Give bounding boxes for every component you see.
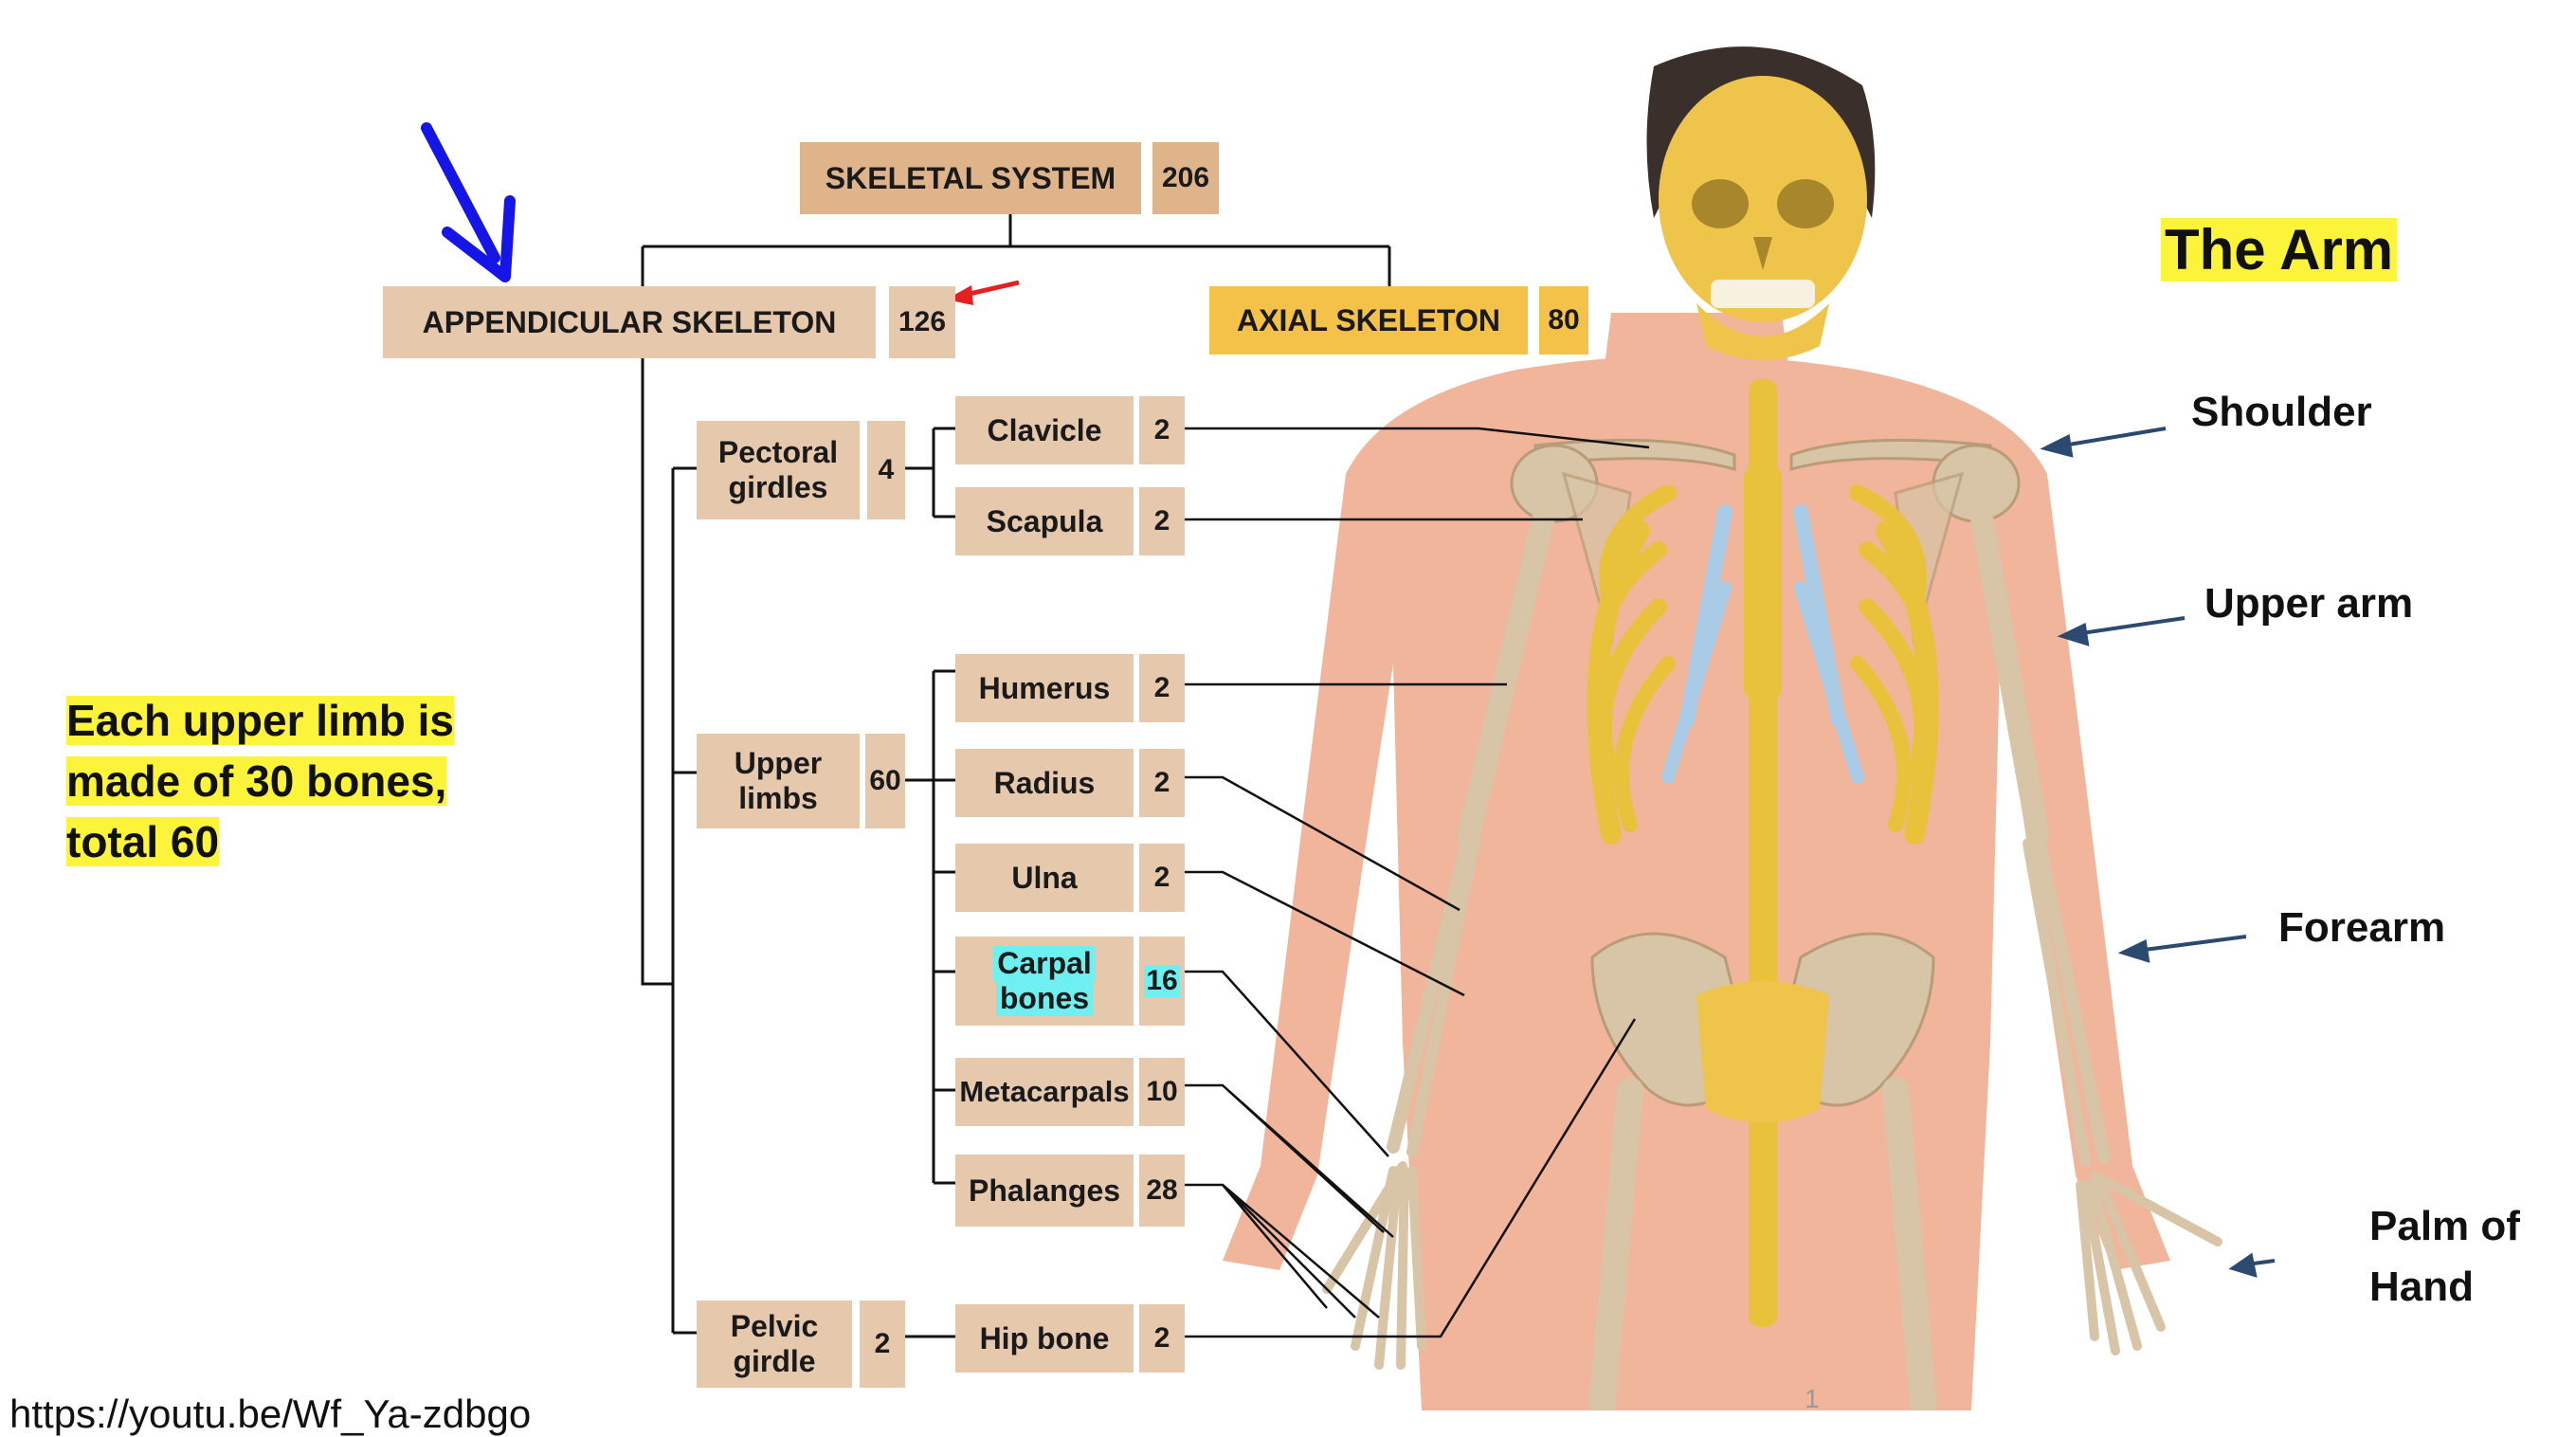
red-arrow-icon [946, 280, 1020, 305]
scapula-box: Scapula [955, 487, 1134, 555]
femurs [1588, 1077, 1937, 1410]
shoulder-label: Shoulder [2191, 389, 2372, 435]
carpal-bones-box: Carpal bones [955, 937, 1134, 1026]
body-silhouette [1223, 313, 2170, 1410]
skull [1659, 76, 1867, 360]
axial-skeleton-box: AXIAL SKELETON [1209, 286, 1528, 355]
pectoral-girdles-box: Pectoral girdles [697, 421, 860, 519]
scapula-count: 2 [1139, 487, 1185, 555]
upper-limb-note: Each upper limb is made of 30 bones, tot… [66, 696, 454, 866]
clavicle-count: 2 [1139, 396, 1185, 464]
arm-bones [1387, 500, 2111, 1167]
upper-arm-label: Upper arm [2204, 580, 2414, 627]
slide-number: 1 [1805, 1384, 1820, 1413]
hand-bones [1322, 1161, 2222, 1370]
carpal-bones-count: 16 [1139, 937, 1185, 1026]
axial-skeleton-label: AXIAL SKELETON [1237, 302, 1500, 337]
appendicular-skeleton-count: 126 [889, 286, 955, 358]
palm-label: Palm of Hand [2369, 1203, 2520, 1310]
pectoral-girdles-count: 4 [867, 421, 905, 519]
ribcage [1587, 484, 1939, 845]
hip-bone-box: Hip bone [955, 1304, 1134, 1373]
phalanges-count: 28 [1139, 1155, 1185, 1227]
forearm-label: Forearm [2278, 904, 2446, 951]
skeletal-system-label: SKELETAL SYSTEM [825, 160, 1116, 195]
metacarpals-count: 10 [1139, 1058, 1185, 1126]
phalanges-box: Phalanges [955, 1155, 1134, 1227]
pelvic-girdle-count: 2 [860, 1301, 905, 1388]
humerus-count: 2 [1139, 654, 1185, 722]
leader-lines [1185, 427, 1650, 1338]
axial-skeleton-count: 80 [1539, 286, 1588, 355]
hip-bone-count: 2 [1139, 1304, 1185, 1373]
tree-connectors [641, 214, 1391, 1338]
upper-limbs-count: 60 [865, 734, 905, 828]
radius-count: 2 [1139, 749, 1185, 817]
ulna-box: Ulna [955, 844, 1134, 912]
upper-limbs-box: Upper limbs [697, 734, 860, 828]
pelvic-girdle-box: Pelvic girdle [697, 1301, 852, 1388]
pelvis [1590, 932, 1935, 1123]
arm-title: The Arm [2161, 210, 2398, 290]
metacarpals-box: Metacarpals [955, 1058, 1134, 1126]
blue-arrow-icon [421, 122, 516, 282]
source-url: https://youtu.be/Wf_Ya-zdbgo [9, 1392, 532, 1436]
skeletal-system-count: 206 [1152, 142, 1219, 214]
skeletal-system-box: SKELETAL SYSTEM [800, 142, 1141, 214]
humerus-box: Humerus [955, 654, 1134, 722]
clavicle-box: Clavicle [955, 396, 1134, 464]
appendicular-skeleton-label: APPENDICULAR SKELETON [422, 304, 837, 339]
appendicular-skeleton-box: APPENDICULAR SKELETON [383, 286, 876, 358]
ulna-count: 2 [1139, 844, 1185, 912]
pointer-arrows [2040, 427, 2276, 1278]
radius-box: Radius [955, 749, 1134, 817]
